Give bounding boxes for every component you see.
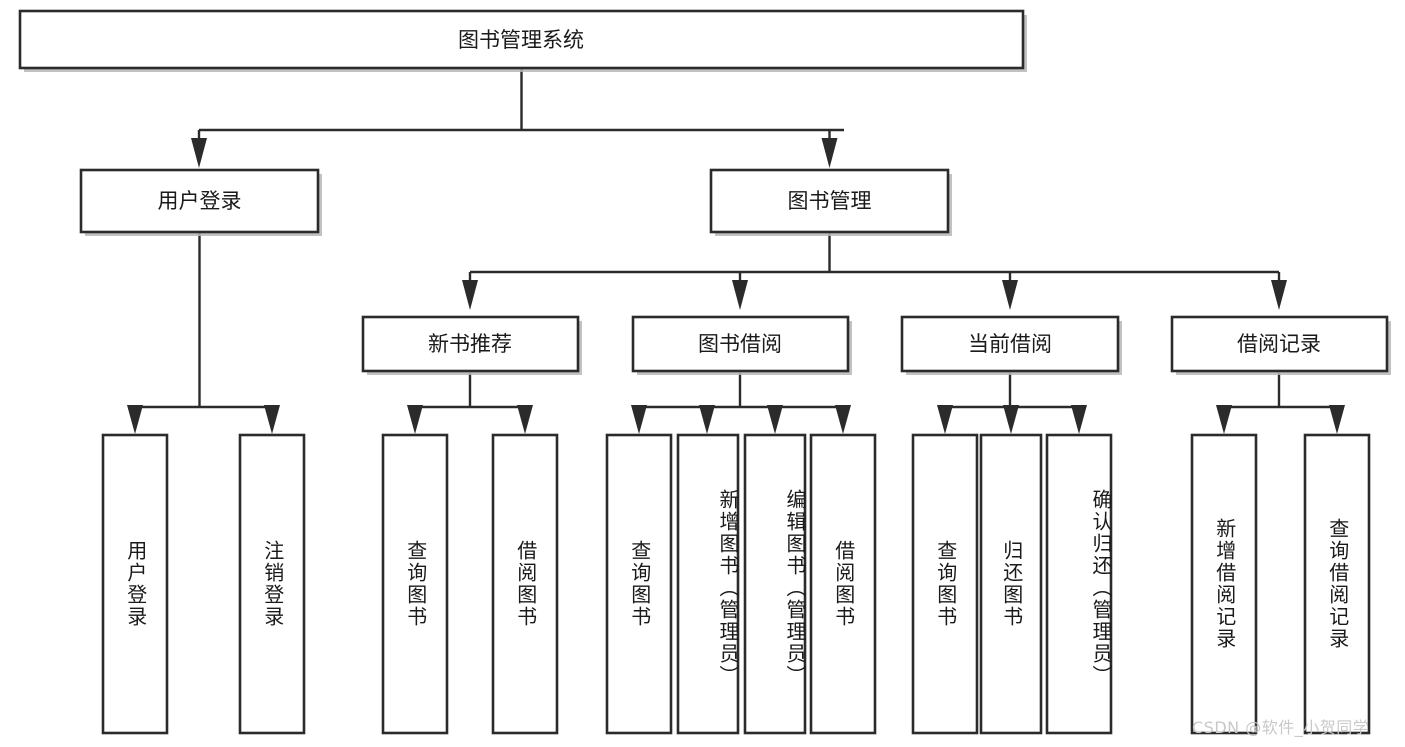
arrow-to-leaf-user-login xyxy=(127,405,143,434)
arrow-to-leaf-confirm-return xyxy=(1071,405,1087,434)
leaf-box-borrow-book-2[interactable] xyxy=(809,433,877,735)
node-book-borrow-label: 图书借阅 xyxy=(698,332,782,356)
arrow-to-book-manage xyxy=(821,138,838,168)
leaf-box-query-book-3[interactable] xyxy=(911,433,979,735)
node-new-book-rec-box[interactable] xyxy=(361,315,580,373)
arrow-to-leaf-add-record xyxy=(1216,405,1232,434)
node-new-book-rec[interactable]: 新书推荐 xyxy=(361,315,582,375)
node-user-login-label: 用户登录 xyxy=(158,189,242,213)
node-book-borrow-box[interactable] xyxy=(631,315,850,373)
connector-layer xyxy=(127,68,1345,434)
leaf-box-edit-book[interactable] xyxy=(743,433,807,735)
arrow-to-leaf-borrow-book-2 xyxy=(835,405,851,434)
node-borrow-record-box[interactable] xyxy=(1170,315,1389,373)
arrow-to-leaf-borrow-book-1 xyxy=(517,405,533,434)
node-borrow-record-label: 借阅记录 xyxy=(1237,332,1321,356)
arrow-to-leaf-query-book-3 xyxy=(937,405,953,434)
leaf-box-query-book-1[interactable] xyxy=(381,433,449,735)
arrow-to-leaf-query-book-2 xyxy=(631,405,647,434)
arrow-to-leaf-query-book-1 xyxy=(407,405,423,434)
node-root-label: 图书管理系统 xyxy=(458,28,584,52)
arrow-to-leaf-return-book xyxy=(1003,405,1019,434)
leaf-box-return-book[interactable] xyxy=(979,433,1043,735)
leaf-box-user-logout[interactable] xyxy=(238,433,306,735)
leaf-box-borrow-book-1[interactable] xyxy=(491,433,559,735)
node-book-manage-label: 图书管理 xyxy=(788,189,872,213)
arrow-to-current-borrow xyxy=(1002,280,1018,310)
node-user-login[interactable]: 用户登录 xyxy=(79,168,322,236)
node-current-borrow[interactable]: 当前借阅 xyxy=(900,315,1122,375)
leaf-box-add-record[interactable] xyxy=(1190,433,1258,735)
node-new-book-rec-label: 新书推荐 xyxy=(428,332,512,356)
node-root[interactable]: 图书管理系统 xyxy=(18,9,1027,72)
node-root-box[interactable] xyxy=(18,9,1025,70)
leaf-box-query-record[interactable] xyxy=(1303,433,1371,735)
leaf-box-confirm-return[interactable] xyxy=(1045,433,1113,735)
arrow-to-leaf-query-record xyxy=(1329,405,1345,434)
node-borrow-record[interactable]: 借阅记录 xyxy=(1170,315,1391,375)
node-current-borrow-label: 当前借阅 xyxy=(968,332,1052,356)
arrow-to-borrow-record xyxy=(1271,280,1287,310)
node-book-borrow[interactable]: 图书借阅 xyxy=(631,315,852,375)
arrow-to-leaf-edit-book xyxy=(767,405,783,434)
csdn-watermark: CSDN @软件_小贺同学 xyxy=(1192,718,1370,737)
node-current-borrow-box[interactable] xyxy=(900,315,1120,373)
arrow-to-leaf-user-logout xyxy=(264,405,280,434)
leaf-boxes-layer xyxy=(101,433,1371,735)
arrow-to-new-book-rec xyxy=(462,280,478,310)
arrow-to-book-borrow xyxy=(732,280,748,310)
arrow-to-leaf-add-book xyxy=(699,405,715,434)
leaf-box-query-book-2[interactable] xyxy=(605,433,673,735)
leaf-box-user-login[interactable] xyxy=(101,433,169,735)
leaf-box-add-book[interactable] xyxy=(676,433,740,735)
node-book-manage[interactable]: 图书管理 xyxy=(709,168,952,236)
node-book-manage-box[interactable] xyxy=(709,168,950,234)
node-user-login-box[interactable] xyxy=(79,168,320,234)
arrow-to-user-login xyxy=(191,138,207,168)
